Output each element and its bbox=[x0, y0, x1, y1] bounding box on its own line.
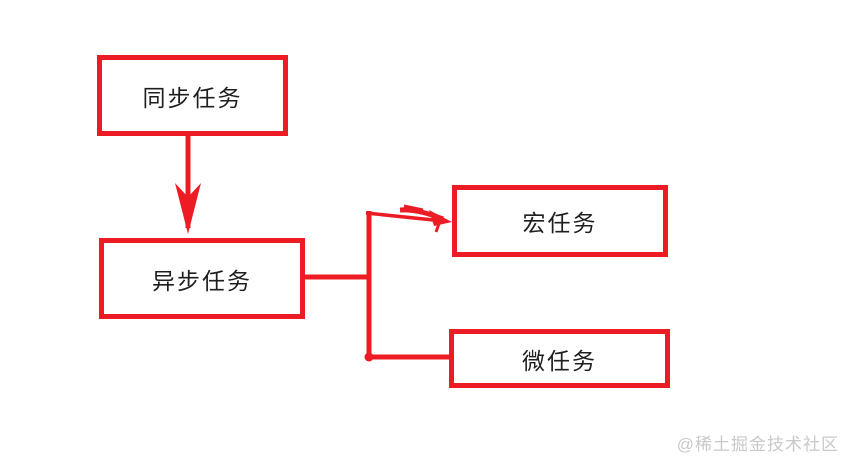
node-sync-task-label: 同步任务 bbox=[142, 84, 243, 111]
edge-branch-to-macro-flick bbox=[434, 220, 442, 233]
arrowhead-down-icon bbox=[175, 183, 201, 234]
watermark: @稀土掘金技术社区 bbox=[676, 435, 839, 454]
node-async-task: 异步任务 bbox=[99, 238, 305, 319]
arrowhead-right-icon bbox=[429, 210, 452, 226]
node-macro-task-label: 宏任务 bbox=[522, 210, 598, 236]
node-micro-task: 微任务 bbox=[449, 329, 670, 388]
node-micro-task-label: 微任务 bbox=[522, 347, 597, 374]
node-macro-task: 宏任务 bbox=[452, 185, 668, 257]
node-sync-task: 同步任务 bbox=[97, 55, 288, 136]
edge-branch-to-macro-stroke bbox=[399, 207, 444, 222]
edge-branch-to-macro-tick bbox=[403, 204, 424, 212]
branch-corner-dot bbox=[364, 352, 374, 362]
node-async-task-label: 异步任务 bbox=[152, 267, 252, 294]
edge-branch-to-macro-line bbox=[365, 211, 444, 223]
